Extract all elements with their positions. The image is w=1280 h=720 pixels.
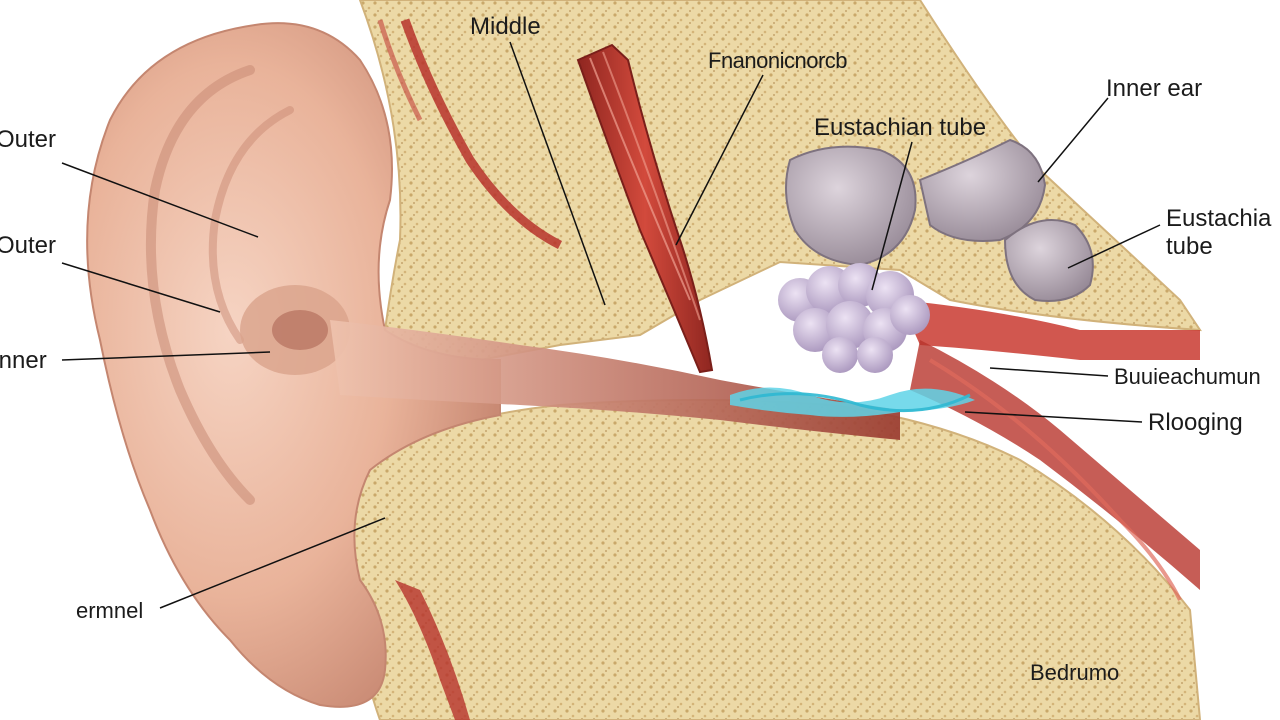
inner-ear-stone-1 (785, 145, 917, 267)
inner-ear-stone-2 (918, 138, 1047, 242)
leader-lines (61, 41, 1161, 609)
label-franco: Fnanonicnorcb (708, 48, 848, 73)
label-eustachian-tube-2: Eustachia tube (1166, 205, 1272, 260)
label-blocking: Rlooging (1148, 409, 1243, 436)
label-middle: Middle (470, 13, 541, 40)
label-buuieachumun: Buuieachumun (1114, 364, 1261, 389)
label-outer-top: Outer (0, 126, 57, 153)
label-tunnel: ermnel (76, 598, 144, 623)
upper-bone (358, 0, 1202, 361)
inner-ear-stone-3 (1003, 219, 1094, 302)
label-inner: Inner (0, 347, 47, 374)
label-bedrum: Bedrumo (1030, 660, 1120, 685)
ear-canal (330, 320, 900, 440)
mucus-blockage (778, 263, 930, 373)
label-inner-ear: Inner ear (1106, 75, 1203, 102)
label-eustachian-tube-1: Eustachian tube (814, 114, 987, 141)
muscle-bundle (576, 43, 714, 374)
red-tube (900, 300, 1200, 360)
label-outer-bottom: Outer (0, 232, 57, 259)
